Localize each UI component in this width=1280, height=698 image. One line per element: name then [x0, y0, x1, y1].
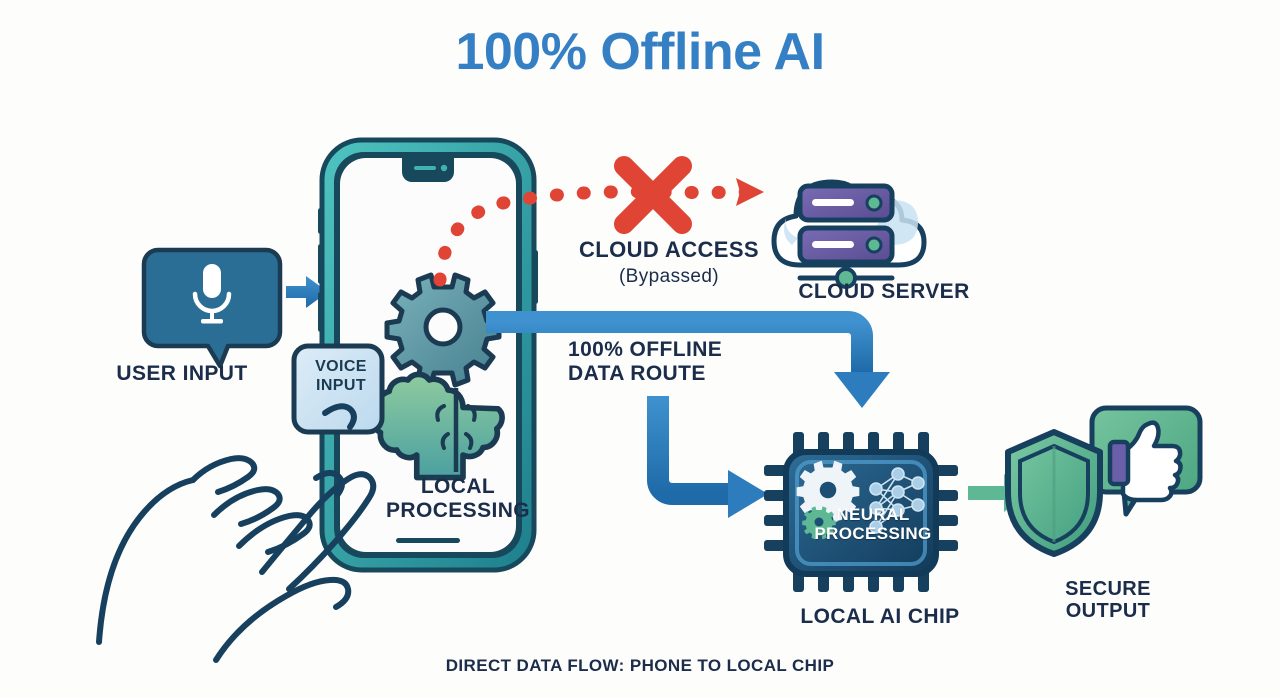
gear-icon-small: [802, 506, 836, 540]
microphone-icon: [192, 264, 232, 324]
gear-icon: [796, 460, 860, 523]
label-cloud-access-sub: (Bypassed): [618, 266, 720, 287]
cloud-server-icon: [771, 179, 927, 289]
label-local-ai-chip: LOCAL AI CHIP: [800, 605, 960, 628]
thumbs-up-bubble: [1089, 405, 1203, 517]
label-cloud-access: CLOUD ACCESS: [579, 237, 759, 262]
gear-icon: [384, 272, 502, 388]
ai-chip: [764, 432, 958, 592]
offline-route-arrow-bottom: [647, 396, 768, 518]
chip-label-neural-processing: NEURAL PROCESSING: [814, 505, 932, 544]
footer-caption: DIRECT DATA FLOW: PHONE TO LOCAL CHIP: [445, 656, 835, 675]
red-x-icon: [614, 156, 692, 234]
voice-input-button[interactable]: [291, 343, 385, 435]
label-secure-output: SECURE OUTPUT: [1065, 578, 1151, 623]
label-data-route: 100% OFFLINE DATA ROUTE: [568, 338, 723, 385]
shield-icon: [1005, 429, 1103, 557]
blocked-cloud-path: [433, 156, 764, 287]
offline-route-arrow-top: [486, 311, 890, 408]
label-local-processing: LOCAL PROCESSING: [385, 475, 531, 522]
microphone-bubble: [141, 247, 283, 369]
voice-input-label[interactable]: VOICE INPUT: [315, 358, 367, 394]
label-cloud-server: CLOUD SERVER: [798, 280, 970, 303]
page-title: 100% Offline AI: [455, 23, 825, 81]
neural-network-icon: [869, 467, 925, 534]
hand-illustration: [96, 403, 377, 663]
label-user-input: USER INPUT: [116, 362, 248, 385]
flow-arrow-user-to-phone: [286, 276, 328, 308]
thumbs-up-icon: [1107, 420, 1183, 503]
